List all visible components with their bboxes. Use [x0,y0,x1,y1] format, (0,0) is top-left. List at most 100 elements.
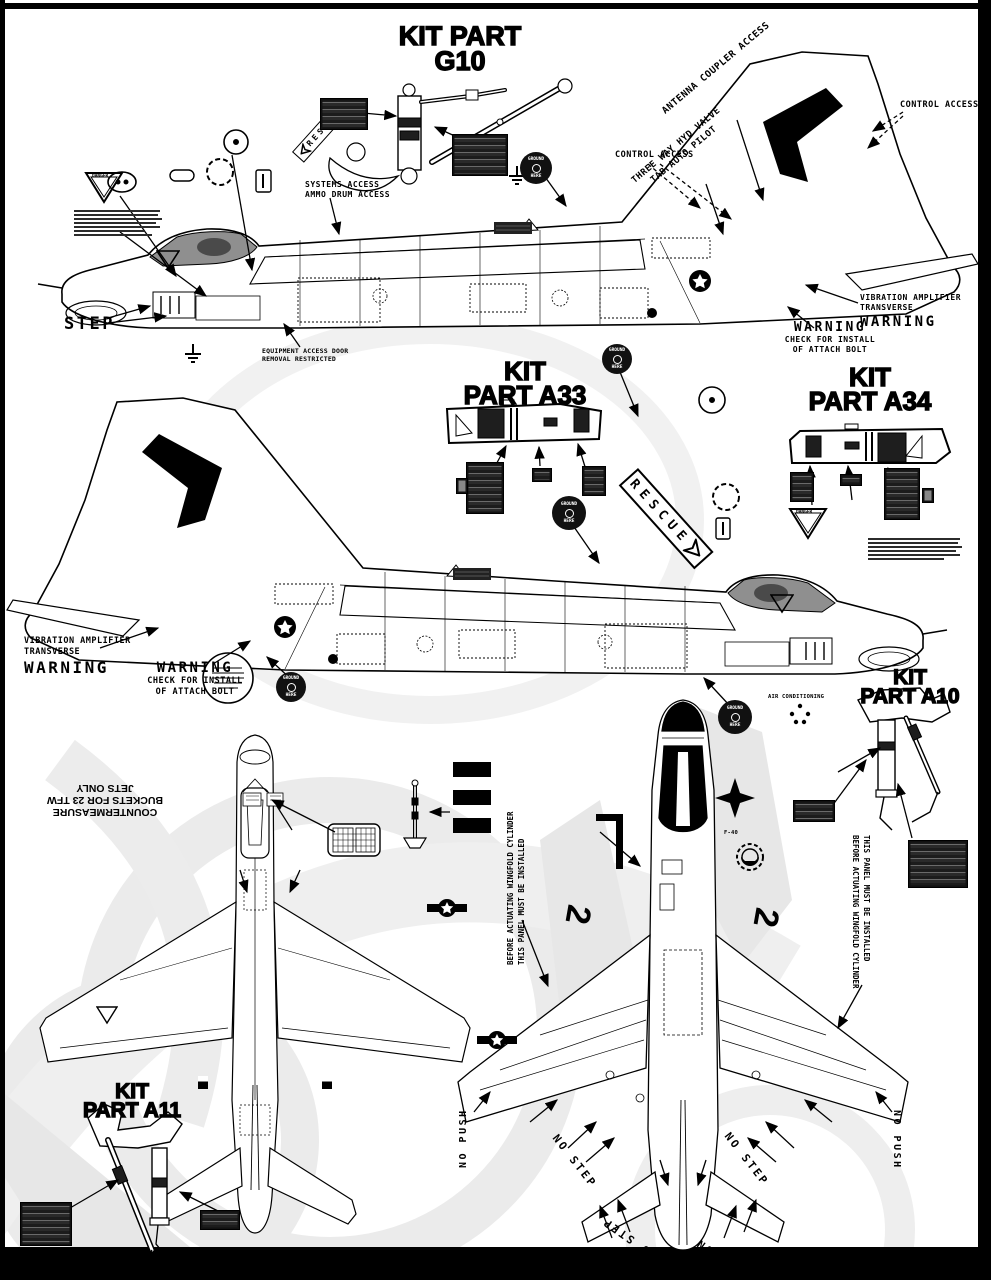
label-line: SYSTEMS ACCESS [305,180,380,189]
panel-install-label-left: BEFORE ACTUATING WINGFOLD CYLINDER THIS … [505,811,528,965]
countermeasure-grid-decal [327,823,381,857]
decal-chip [790,472,814,502]
frame-top [0,3,991,9]
label-line: VIBRATION AMPLIFIER [24,636,131,646]
label-line: OF ATTACH BOLT [155,687,235,698]
frame-right [978,0,991,1280]
title-line: PART A10 [860,685,961,709]
ring-icon [286,682,296,692]
label-line: JETS ONLY [76,782,134,795]
decal-chip [452,134,508,176]
danger-triangle-decal: DANGER [84,168,124,208]
ground-text: GROUND [560,502,578,508]
control-access-label-left: CONTROL ACCESS [615,150,694,160]
vibration-amplifier-label-right: VIBRATION AMPLIFIER TRANSVERSE WARNING [860,293,961,330]
circled-emblem [736,843,764,871]
a34-panel-drawing [788,423,952,464]
ground-text: HERE [563,518,575,524]
countermeasure-label: COUNTERMEASURE BUCKETS FOR 23 TFW JETS O… [40,782,170,818]
decal-chip [466,462,504,514]
dot-diamond [789,703,811,725]
decal-chip [582,466,606,496]
label-line: TRANSVERSE [24,647,81,658]
ground-here-decal: GROUND HERE [602,344,632,374]
a11-part-drawing [87,1103,183,1280]
label-line: TRANSVERSE [860,303,914,313]
walkway-bar-decal [453,790,491,805]
kit-part-a33-title: KIT PART A33 [440,356,610,410]
warning-stencil: WARNING [793,320,867,335]
fine-print-note [74,210,162,238]
ground-text: GROUND [608,348,626,354]
air-conditioning-label: AIR CONDITIONING [768,694,825,700]
kit-part-a10-title: KIT PART A10 [845,666,975,709]
title-line: KIT [892,666,927,689]
warning-check-label-right: WARNING CHECK FOR INSTALL OF ATTACH BOLT [770,320,890,356]
danger-triangle-decal [95,1005,119,1029]
decal-chip [320,98,368,130]
ground-text: GROUND [726,706,744,712]
kit-part-a11-title: KIT PART A11 [62,1080,202,1123]
warning-stencil: WARNING [860,313,937,330]
rescue-arrowhead-icon [682,538,701,557]
label-line: EQUIPMENT ACCESS DOOR [262,347,349,355]
label-line: CHECK FOR INSTALL [147,676,243,686]
label-line: CHECK FOR INSTALL [784,335,876,344]
walkway-bar-decal [453,762,491,777]
title-line: KIT [503,356,546,386]
decal-chip [908,840,968,888]
label-line: BEFORE ACTUATING WINGFOLD CYLINDER [506,811,515,965]
frame-bottom [0,1247,991,1280]
bottom-view-right [457,699,909,1251]
kit-part-g10-title: KIT PART G10 [370,22,550,75]
title-line: PART A33 [463,379,587,410]
label-line: REMOVAL RESTRICTED [262,355,337,364]
ring-icon [564,508,574,518]
ground-text: HERE [611,364,623,370]
ground-text: HERE [530,173,542,179]
label-line: BEFORE ACTUATING WINGFOLD CYLINDER [850,835,860,989]
decal-chip [793,800,835,822]
decal-chip [200,1210,240,1230]
ground-here-decal: GROUND HERE [520,152,552,184]
a33-panel-drawing [445,399,603,445]
equipment-access-label: EQUIPMENT ACCESS DOOR REMOVAL RESTRICTED [262,347,348,363]
decal-chip [884,468,920,520]
top-view-left [39,734,471,1234]
ground-text: HERE [729,722,741,728]
callout-arrows [69,109,913,1239]
systems-access-label: SYSTEMS ACCESS AMMO DRUM ACCESS [305,180,390,201]
danger-text: DANGER [92,174,109,179]
e-mark-decal [198,1076,208,1089]
control-access-label-right: CONTROL ACCESS [900,100,979,110]
ring-icon [730,712,740,722]
vibration-amplifier-label-left: VIBRATION AMPLIFIER TRANSVERSE WARNING [24,636,131,677]
round-placard [202,652,254,704]
rescue-stencil-arrow: RESCUE [618,468,714,570]
no-push-stencil: NO PUSH [891,1110,902,1170]
label-line: THIS PANEL MUST BE INSTALLED [517,838,527,965]
ground-here-decal: GROUND HERE [552,496,586,530]
decal-chip [532,468,552,482]
frame-left [0,0,5,1280]
ground-text: GROUND [282,676,300,682]
four-point-star [715,778,755,818]
title-line: PART A34 [808,385,932,416]
rescue-arrowhead-icon [300,142,312,155]
warning-check-label-left: WARNING CHECK FOR INSTALL OF ATTACH BOLT [130,660,260,698]
title-line: PART A11 [82,1099,182,1123]
walkway-bar-decal [453,818,491,833]
probe-part-drawing [402,779,428,849]
label-line: OF ATTACH BOLT [792,345,868,355]
label-line: AMMO DRUM ACCESS [305,190,391,200]
a10-part-drawing [857,687,951,831]
decal-chip [20,1202,72,1246]
ground-text: GROUND [527,157,545,163]
title-line: KIT [848,362,891,392]
warning-stencil: WARNING [24,658,109,678]
danger-triangle-decal [769,592,795,618]
f40-label: F-40 [724,830,739,836]
